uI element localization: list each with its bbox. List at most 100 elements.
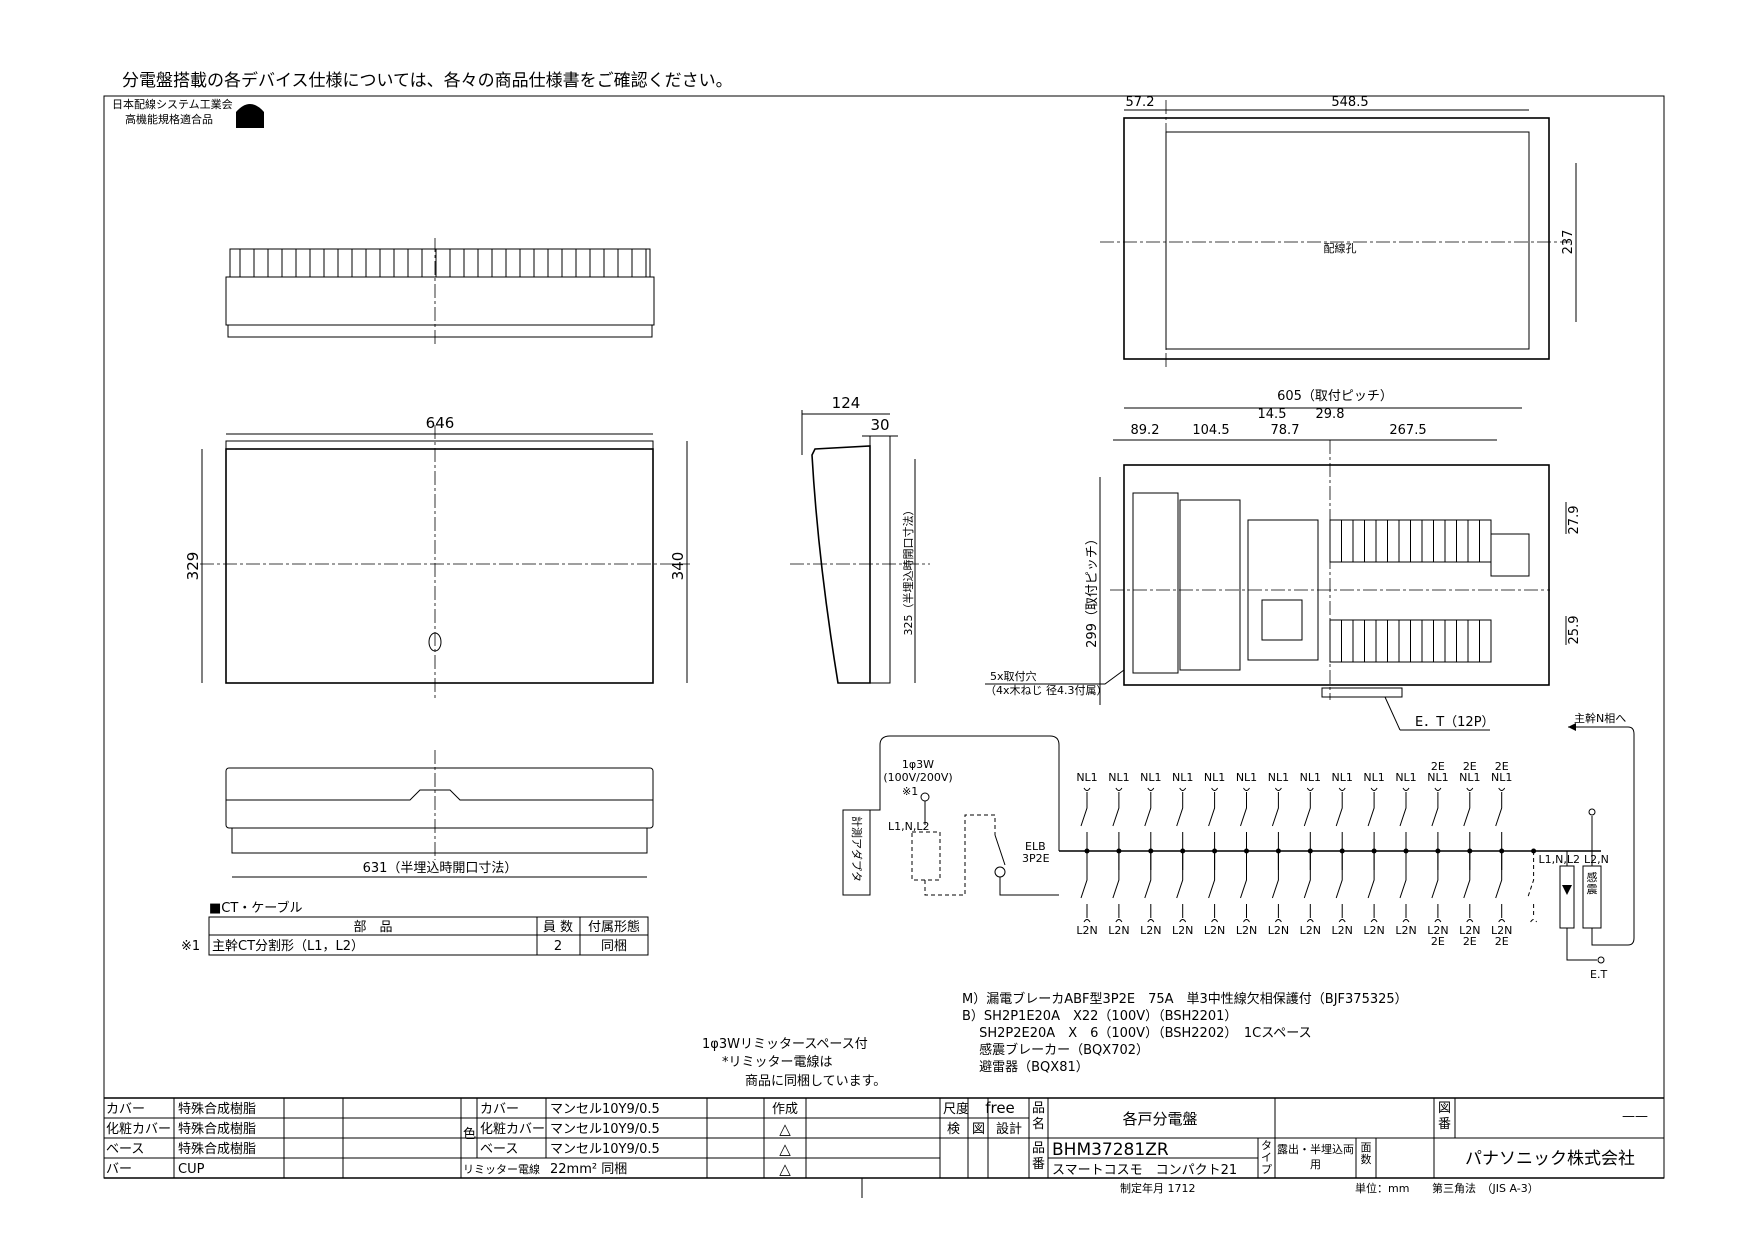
- lower-switch: [1208, 851, 1219, 923]
- elb-type: 3P2E: [1022, 852, 1050, 865]
- dim-front-width: 646: [426, 414, 455, 432]
- arrow-left-icon: [1568, 723, 1576, 731]
- circuit-bottom-label: L2N: [1459, 924, 1480, 937]
- dim-d5: 29.8: [1316, 407, 1345, 422]
- branch-breaker-upper: [1433, 519, 1446, 563]
- drawn-label: 図: [972, 1122, 985, 1137]
- circuit-top-label: NL1: [1363, 771, 1384, 784]
- circuit-bottom-label: L2N: [1172, 924, 1193, 937]
- scale-value: free: [985, 1099, 1015, 1117]
- lower-switch: [1431, 851, 1442, 923]
- circuit-top-label: 2E: [1431, 760, 1445, 773]
- ct-row-part: 主幹CT分割形（L1，L2）: [212, 938, 364, 954]
- dim-d1: 89.2: [1131, 423, 1160, 438]
- circuit-top-label: NL1: [1427, 771, 1448, 784]
- lower-switch: [1463, 851, 1474, 923]
- seismic-box-label-wrap: 感震: [1587, 872, 1598, 896]
- lower-switch: [1144, 851, 1155, 923]
- side-view-cover: [811, 445, 871, 684]
- supply-label: 1φ3W: [902, 758, 934, 771]
- color-part: カバー: [480, 1102, 519, 1117]
- mount-screws-label: （4x木ねじ 径4.3付属）: [985, 684, 1108, 697]
- interior-outline: [1123, 464, 1550, 686]
- wiring-hole: [1165, 131, 1530, 350]
- ct-header-qty: 員 数: [543, 920, 573, 935]
- circuit-bottom-label: L2N: [1332, 924, 1353, 937]
- dim-back-left: 57.2: [1126, 95, 1155, 110]
- lower-switch: [1495, 851, 1506, 923]
- cert-logo-icon: [236, 104, 264, 128]
- branch-breaker-lower: [1387, 619, 1400, 663]
- wiring-hole-label: 配線孔: [1324, 241, 1357, 255]
- revision-mark: △: [779, 1120, 791, 1138]
- upper-switch: [1271, 787, 1282, 870]
- revision-date: 制定年月 1712: [1120, 1181, 1196, 1195]
- branch-breaker-lower: [1479, 619, 1492, 663]
- branch-breaker-lower: [1467, 619, 1480, 663]
- side-view: 124 30 325（半埋込時開口寸法）: [790, 394, 930, 684]
- top-view-ribbed-top: [229, 248, 651, 278]
- circuit-top-label: NL1: [1491, 771, 1512, 784]
- lower-switch: [1176, 851, 1187, 923]
- dim-side-opening: 325（半埋込時開口寸法）: [901, 505, 915, 636]
- limiter-space: [1179, 499, 1241, 671]
- elb-label: ELB: [1025, 840, 1046, 853]
- bottom-view: 631（半埋込時開口寸法）: [225, 750, 654, 878]
- lower-switch: [1399, 851, 1410, 923]
- earth-terminal-icon: [1597, 956, 1605, 964]
- adapter-box: [842, 809, 871, 896]
- upper-switch: [1144, 787, 1155, 870]
- dim-pitch-height: 299（取付ピッチ）: [1085, 532, 1100, 648]
- back-view: 57.2 548.5 配線孔 237: [1100, 95, 1577, 370]
- upper-switch: [1208, 787, 1219, 870]
- earth-label: E.T: [1590, 968, 1607, 981]
- branch-breaker-lower: [1444, 619, 1457, 663]
- measurement-unit: [1132, 492, 1179, 674]
- dim-bottom-opening: 631（半埋込時開口寸法）: [363, 861, 518, 876]
- front-view-ledge: [225, 440, 654, 450]
- upper-switch: [1303, 787, 1314, 870]
- lines-label: L1,N,L2: [888, 820, 929, 833]
- lower-switch: [1271, 851, 1282, 923]
- supply-voltage: (100V/200V): [883, 771, 952, 784]
- upper-switch: [1431, 787, 1442, 870]
- surge-arrow-icon: [1562, 885, 1572, 895]
- scale-label: 尺度: [943, 1101, 969, 1117]
- material-part: カバー: [106, 1102, 145, 1117]
- branch-breaker-lower: [1433, 619, 1446, 663]
- space-slot: [1490, 533, 1530, 577]
- limiter-note-2: *リミッター電線は: [722, 1054, 833, 1070]
- material-value: 特殊合成樹脂: [178, 1142, 256, 1157]
- limiter-wire-value: 22mm² 同梱: [550, 1162, 627, 1177]
- upper-switch: [1367, 787, 1378, 870]
- single-line-diagram: 計測アダプタ 1φ3W (100V/200V) ※1 L1,N,L2 ELB 3…: [842, 711, 1635, 981]
- spec-note: M）漏電ブレーカABF型3P2E 75A 単3中性線欠相保護付（BJF37532…: [962, 991, 1408, 1007]
- type-value-wrap: 露出・半埋込両用: [1277, 1143, 1354, 1171]
- ct-mark: ※1: [902, 785, 918, 798]
- branch-breaker-upper: [1329, 519, 1342, 563]
- ct-table-frame: [208, 916, 649, 956]
- number-label: 品番: [1031, 1141, 1045, 1172]
- return-label: 主幹N相へ: [1574, 711, 1626, 725]
- revision-mark: △: [779, 1140, 791, 1158]
- top-view-base: [227, 324, 653, 338]
- interior-view: 605（取付ピッチ） 89.2 104.5 14.5 78.7 29.8 267…: [985, 389, 1582, 731]
- upper-switch: [1335, 787, 1346, 870]
- title-block: カバー 化粧カバー ベース バー 特殊合成樹脂 特殊合成樹脂 特殊合成樹脂 CU…: [104, 1097, 1665, 1198]
- ct-header-part: 部 品: [353, 920, 392, 935]
- spec-note: 避雷器（BQX81）: [962, 1060, 1089, 1075]
- branch-breaker-lower: [1341, 619, 1354, 663]
- surge-protector: [1559, 865, 1575, 929]
- name-label-wrap: 品名: [1032, 1101, 1045, 1132]
- circuit-top-label: NL1: [1172, 771, 1193, 784]
- series-name: スマートコスモ コンパクト21: [1052, 1163, 1237, 1178]
- branch-breaker-upper: [1456, 519, 1469, 563]
- adapter-label: 計測アダプタ: [850, 816, 864, 882]
- dim-pitch-total: 605（取付ピッチ）: [1277, 389, 1393, 404]
